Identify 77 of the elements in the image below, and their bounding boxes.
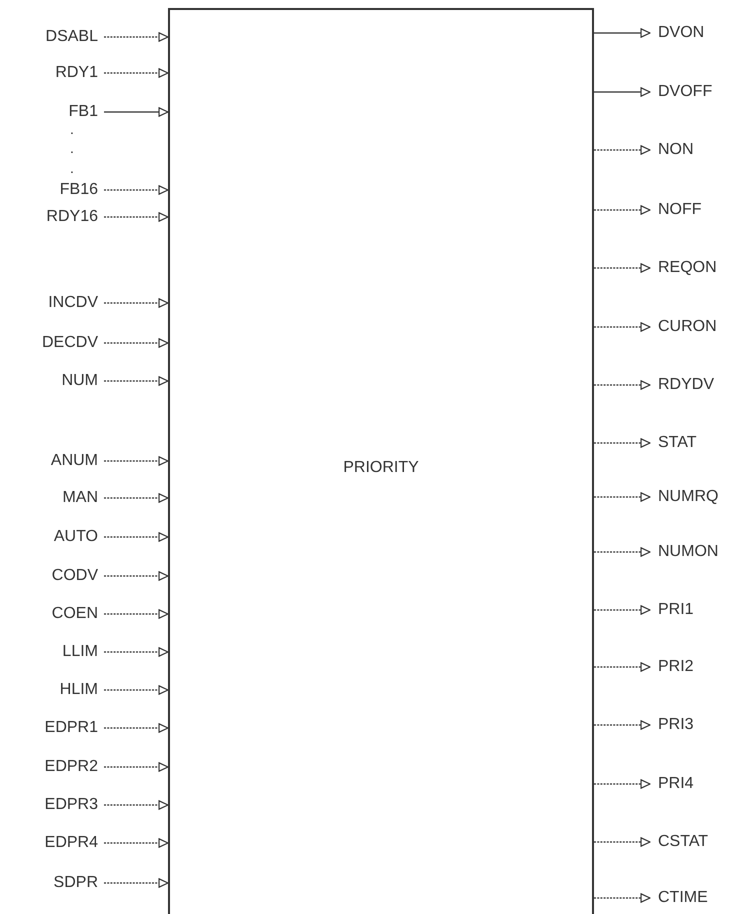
output-pin-label: RDYDV	[658, 376, 714, 394]
input-pin-label: HLIM	[60, 681, 98, 699]
arrow	[104, 800, 169, 810]
input-pin-label: ANUM	[50, 452, 98, 470]
arrow	[104, 571, 169, 581]
arrow	[594, 322, 651, 332]
arrow	[104, 685, 169, 695]
input-pin-label: FB16	[60, 181, 98, 199]
arrow	[594, 263, 651, 273]
input-pin-label: RDY16	[46, 208, 98, 226]
output-pin-label: DVON	[658, 24, 704, 42]
arrow	[594, 720, 651, 730]
input-pin-label: COEN	[52, 605, 98, 623]
input-pin-label: CODV	[52, 567, 98, 585]
arrow	[594, 87, 651, 97]
input-pin-label: INCDV	[48, 294, 98, 312]
output-pin-label: DVOFF	[658, 83, 712, 101]
input-pin-label: DSABL	[46, 28, 98, 46]
arrow	[104, 723, 169, 733]
arrow	[104, 878, 169, 888]
arrow	[594, 145, 651, 155]
arrow	[104, 185, 169, 195]
output-pin-label: PRI1	[658, 601, 694, 619]
arrow	[104, 212, 169, 222]
output-pin-label: CURON	[658, 318, 717, 336]
ellipsis-dot: .	[70, 163, 74, 173]
arrow	[104, 456, 169, 466]
input-pin-label: EDPR3	[44, 796, 98, 814]
output-pin-label: PRI2	[658, 658, 694, 676]
arrow	[594, 380, 651, 390]
arrow	[594, 662, 651, 672]
output-pin-label: STAT	[658, 434, 697, 452]
input-pin-label: NUM	[62, 372, 98, 390]
arrow	[594, 205, 651, 215]
output-pin-label: NUMON	[658, 543, 718, 561]
ellipsis-dot: .	[70, 124, 74, 134]
arrow	[594, 28, 651, 38]
input-pin-label: FB1	[68, 103, 98, 121]
arrow	[594, 837, 651, 847]
arrow	[104, 493, 169, 503]
block-title: PRIORITY	[343, 459, 419, 477]
ellipsis-dot: .	[70, 143, 74, 153]
input-pin-label: DECDV	[42, 334, 98, 352]
input-pin-label: RDY1	[55, 64, 98, 82]
arrow	[104, 338, 169, 348]
function-block	[168, 8, 594, 914]
output-pin-label: REQON	[658, 259, 717, 277]
arrow	[104, 298, 169, 308]
output-pin-label: CTIME	[658, 889, 708, 907]
output-pin-label: PRI4	[658, 775, 694, 793]
arrow	[104, 107, 169, 117]
output-pin-label: CSTAT	[658, 833, 708, 851]
input-pin-label: LLIM	[62, 643, 98, 661]
output-pin-label: PRI3	[658, 716, 694, 734]
arrow	[594, 547, 651, 557]
arrow	[594, 605, 651, 615]
input-pin-label: MAN	[62, 489, 98, 507]
arrow	[104, 838, 169, 848]
output-pin-label: NON	[658, 141, 694, 159]
arrow	[104, 532, 169, 542]
input-pin-label: AUTO	[54, 528, 98, 546]
arrow	[594, 438, 651, 448]
arrow	[104, 647, 169, 657]
input-pin-label: EDPR4	[44, 834, 98, 852]
input-pin-label: SDPR	[54, 874, 98, 892]
arrow	[594, 492, 651, 502]
arrow	[104, 762, 169, 772]
arrow	[104, 609, 169, 619]
output-pin-label: NOFF	[658, 201, 702, 219]
output-pin-label: NUMRQ	[658, 488, 718, 506]
input-pin-label: EDPR1	[44, 719, 98, 737]
arrow	[104, 376, 169, 386]
arrow	[104, 32, 169, 42]
input-pin-label: EDPR2	[44, 758, 98, 776]
arrow	[104, 68, 169, 78]
arrow	[594, 779, 651, 789]
arrow	[594, 893, 651, 903]
